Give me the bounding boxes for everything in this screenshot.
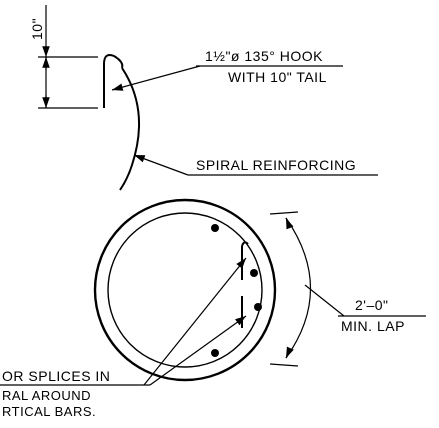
hook-leader xyxy=(111,65,201,91)
lap-arrow-bottom xyxy=(285,346,294,359)
lap-label-line1: 2'–0" xyxy=(355,297,389,313)
hook-detail: 10" 1½"ø 135° HOOK WITH 10" TAIL SPIRAL … xyxy=(29,5,378,191)
lap-tick-top xyxy=(269,211,299,215)
column-section: 2'–0" MIN. LAP OR SPLICES IN RAL AROUND … xyxy=(0,198,426,419)
lap-leader xyxy=(304,284,345,317)
vertical-bar xyxy=(211,224,219,232)
lap-arrow-top xyxy=(285,217,294,230)
column-outer-circle xyxy=(93,198,277,382)
hook-label-line1: 1½"ø 135° HOOK xyxy=(205,48,323,64)
lap-tick-bottom xyxy=(269,363,299,367)
note-label-line1: OR SPLICES IN xyxy=(2,368,110,384)
spiral-arc xyxy=(119,67,141,191)
vertical-bar xyxy=(254,303,262,311)
hook-label-line2: WITH 10" TAIL xyxy=(228,69,327,85)
lap-dimension-arc xyxy=(285,217,311,359)
spiral-leader xyxy=(133,154,189,176)
lap-label-line2: MIN. LAP xyxy=(341,318,405,334)
dimension-top-text: 10" xyxy=(29,18,45,40)
hook-bar xyxy=(103,54,124,108)
note-leader-lower xyxy=(149,315,247,386)
spiral-inner-circle xyxy=(107,212,263,368)
note-label-line3: RTICAL BARS. xyxy=(2,404,96,419)
note-label-line2: RAL AROUND xyxy=(2,388,91,403)
splice-hook-upper xyxy=(241,241,249,247)
note-leader-upper xyxy=(143,257,247,386)
vertical-bar xyxy=(250,269,258,277)
vertical-bar xyxy=(211,349,219,357)
spiral-label: SPIRAL REINFORCING xyxy=(196,157,356,173)
